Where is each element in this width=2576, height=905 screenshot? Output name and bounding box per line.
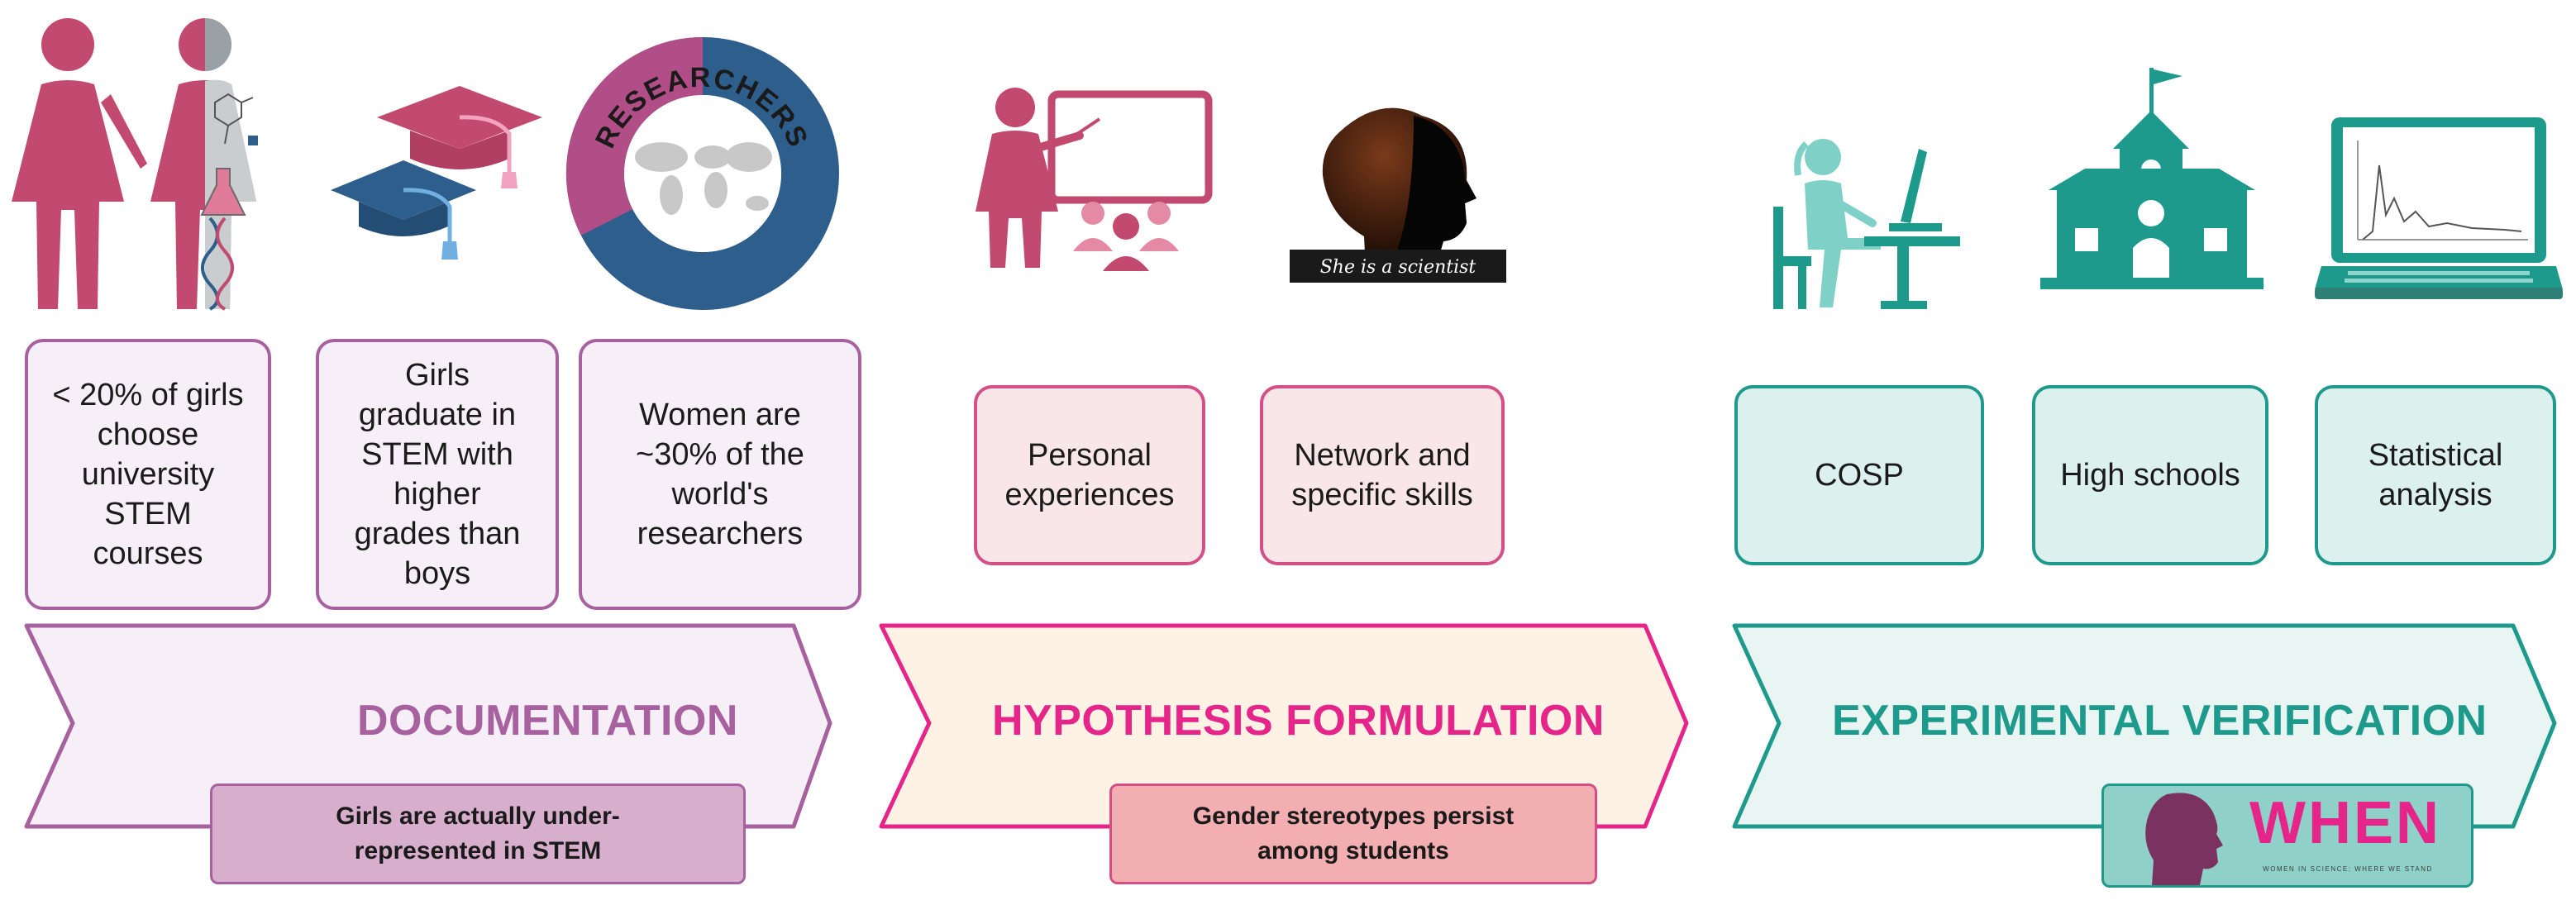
note-text: Girls are actually under- represented in… (336, 803, 620, 865)
scientist-head-icon: She is a scientist (1290, 107, 1506, 283)
profile-head-icon (2145, 793, 2223, 885)
card-text: Statistical analysis (2368, 438, 2503, 512)
fact-card-women-researchers: Women are ~30% of the world's researcher… (579, 339, 861, 610)
stage-title-verification: EXPERIMENTAL VERIFICATION (1832, 697, 2488, 745)
stage-title-documentation: DOCUMENTATION (357, 697, 738, 745)
researchers-donut-icon: RESEARCHERS (565, 36, 839, 310)
stage-title-hypothesis: HYPOTHESIS FORMULATION (992, 697, 1605, 745)
fact-card-girls-choose-stem: < 20% of girls choose university STEM co… (25, 339, 271, 610)
fact-card-girls-graduate: Girls graduate in STEM with higher grade… (316, 339, 559, 610)
teacher-classroom-icon (976, 88, 1213, 271)
laptop-chart-icon (2315, 117, 2563, 299)
verification-card-high-schools: High schools (2032, 385, 2268, 565)
card-text: Girls graduate in STEM with higher grade… (354, 358, 521, 591)
graduation-caps-icon (331, 86, 542, 260)
hypothesis-arrow (879, 623, 1689, 829)
when-logo: WHEN WOMEN IN SCIENCE: WHERE WE STAND (2101, 784, 2473, 888)
verification-card-cosp: COSP (1734, 385, 1984, 565)
documentation-conclusion: Girls are actually under- represented in… (210, 784, 746, 884)
hypothesis-card-personal-experiences: Personal experiences (974, 385, 1205, 565)
logo-text: WHEN (2249, 790, 2441, 856)
verification-card-statistical-analysis: Statistical analysis (2315, 385, 2556, 565)
student-at-desk-icon (1773, 139, 1960, 309)
card-text: High schools (2060, 458, 2240, 493)
card-text: Personal experiences (1004, 438, 1175, 512)
logo-subtext: WOMEN IN SCIENCE: WHERE WE STAND (2263, 865, 2433, 873)
school-building-icon (2040, 68, 2264, 289)
gender-couple-icon (12, 18, 258, 311)
note-text: Gender stereotypes persist among student… (1192, 803, 1515, 865)
card-text: < 20% of girls choose university STEM co… (52, 378, 244, 571)
card-text: COSP (1815, 458, 1904, 493)
hypothesis-conclusion: Gender stereotypes persist among student… (1109, 784, 1597, 884)
scientist-caption: She is a scientist (1320, 257, 1476, 278)
card-text: Network and specific skills (1291, 438, 1473, 512)
card-text: Women are ~30% of the world's researcher… (636, 398, 804, 551)
verification-arrow (1732, 623, 2557, 829)
hypothesis-card-network-skills: Network and specific skills (1260, 385, 1505, 565)
